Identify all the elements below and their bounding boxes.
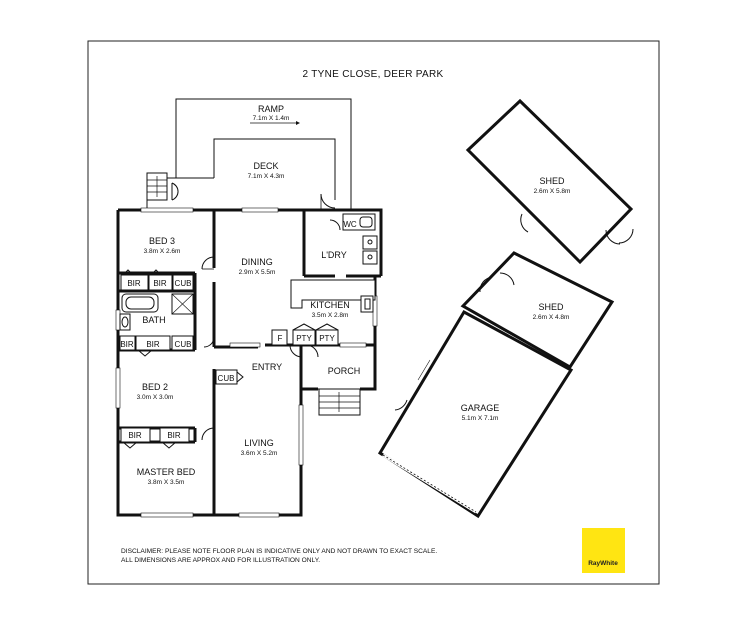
- bed2-dim: 3.0m X 3.0m: [137, 394, 174, 401]
- garage: [377, 309, 574, 519]
- bed2-bir-1: BIR: [120, 340, 134, 349]
- shed-1: [465, 98, 634, 265]
- master-bir-1: BIR: [128, 431, 142, 440]
- kitchen-fixtures: [271, 279, 376, 346]
- bed2-label: BED 2: [142, 382, 168, 392]
- shed1-dim: 2.6m X 5.8m: [534, 188, 571, 195]
- bed3-robes: [120, 269, 194, 291]
- logo-box: [582, 528, 625, 573]
- shed1-label: SHED: [539, 176, 565, 186]
- fridge: [271, 329, 288, 346]
- ramp-area: [175, 98, 352, 210]
- disclaimer-line-2: ALL DIMENSIONS ARE APPROX AND FOR ILLUST…: [121, 557, 320, 564]
- deck-area: [146, 138, 336, 208]
- bed2-cub: CUB: [175, 340, 192, 349]
- ramp-dim: 7.1m X 1.4m: [253, 115, 290, 122]
- garage-dim: 5.1m X 7.1m: [462, 415, 499, 422]
- deck-dim: 7.1m X 4.3m: [248, 173, 285, 180]
- entry-cub: CUB: [218, 374, 235, 383]
- entry-cupboard: [215, 369, 244, 385]
- windows: [115, 207, 378, 518]
- pantry-label-1: PTY: [296, 334, 312, 343]
- raywhite-logo: RayWhite: [582, 528, 625, 573]
- kitchen-dim: 3.5m X 2.8m: [312, 312, 349, 319]
- dining-dim: 2.9m X 5.5m: [239, 269, 276, 276]
- bath-label: BATH: [142, 315, 165, 325]
- ramp-label: RAMP: [258, 104, 284, 114]
- bed2-robes: [119, 335, 194, 357]
- shed2-label: SHED: [538, 302, 564, 312]
- wc-label: WC: [343, 220, 357, 229]
- pantry-label-2: PTY: [319, 334, 335, 343]
- toilet: [359, 216, 373, 228]
- logo-text: RayWhite: [588, 560, 618, 567]
- disclaimer-line-1: DISCLAIMER: PLEASE NOTE FLOOR PLAN IS IN…: [121, 548, 437, 555]
- bed3-bir-1: BIR: [127, 279, 141, 288]
- bed3-bir-2: BIR: [153, 279, 167, 288]
- living-label: LIVING: [244, 438, 274, 448]
- laundry-label: L'DRY: [321, 250, 347, 260]
- master-label: MASTER BED: [137, 467, 196, 477]
- master-robes: [120, 427, 190, 449]
- shed2-dim: 2.6m X 4.8m: [533, 314, 570, 321]
- fridge-label: F: [278, 334, 283, 343]
- garage-label: GARAGE: [461, 403, 500, 413]
- bed3-label: BED 3: [149, 236, 175, 246]
- bed2-bir-2: BIR: [146, 340, 160, 349]
- dining-label: DINING: [241, 257, 273, 267]
- shed-2: [460, 251, 615, 370]
- laundry-fixtures: [342, 213, 378, 265]
- bath-fixtures: [119, 293, 194, 331]
- kitchen-label: KITCHEN: [310, 300, 350, 310]
- deck-label: DECK: [253, 161, 278, 171]
- porch-steps: [318, 388, 361, 416]
- living-dim: 3.6m X 5.2m: [241, 450, 278, 457]
- entry-label: ENTRY: [252, 362, 282, 372]
- master-dim: 3.8m X 3.5m: [148, 479, 185, 486]
- bed3-dim: 3.8m X 2.6m: [144, 248, 181, 255]
- page-frame: [87, 40, 660, 585]
- porch-label: PORCH: [328, 366, 361, 376]
- kitchen-bench: [290, 279, 376, 309]
- plan-title: 2 TYNE CLOSE, DEER PARK: [302, 69, 443, 80]
- bed3-cub: CUB: [175, 279, 192, 288]
- master-bir-2: BIR: [167, 431, 181, 440]
